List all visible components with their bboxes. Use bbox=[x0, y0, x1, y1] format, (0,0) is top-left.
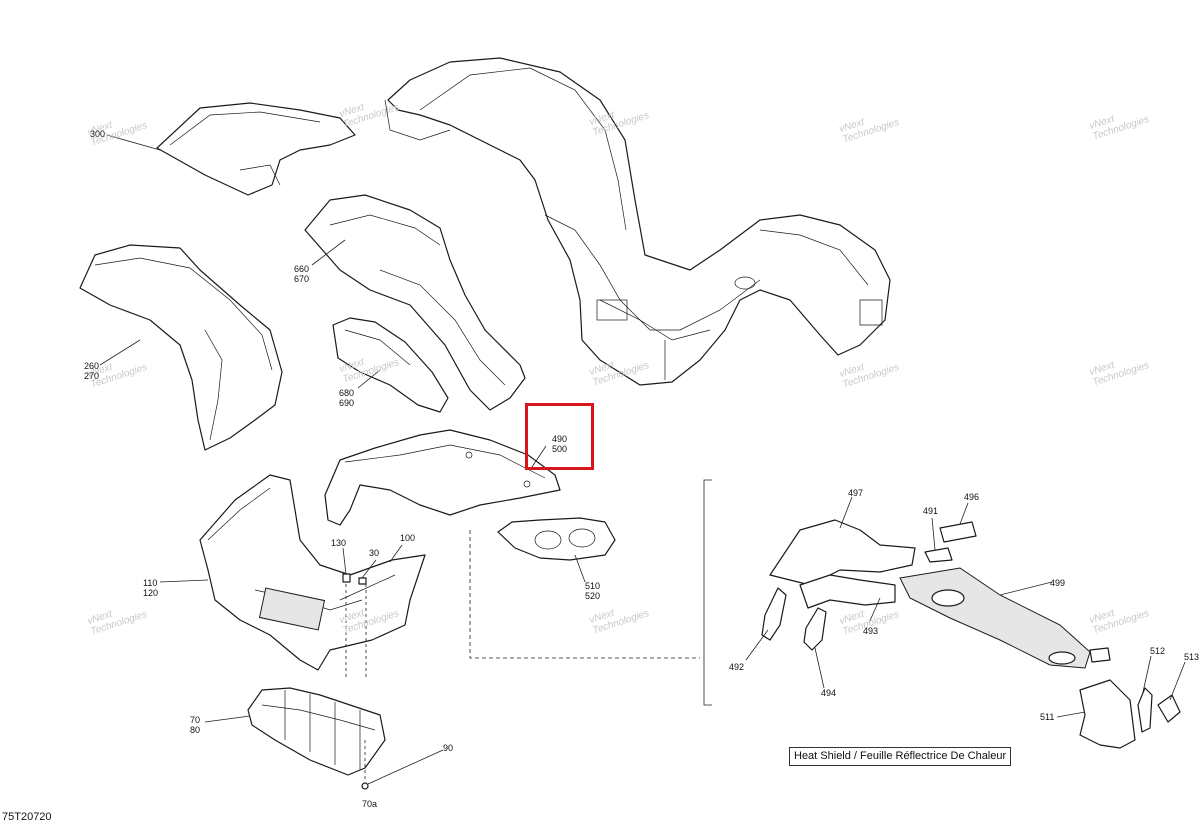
heat-shield-group bbox=[761, 519, 1181, 749]
dashed-connector bbox=[469, 530, 700, 659]
callout-499: 499 bbox=[1050, 578, 1066, 588]
callout-70: 70 bbox=[190, 715, 201, 725]
callout-260: 260 bbox=[84, 361, 100, 371]
callout-90: 90 bbox=[443, 743, 454, 753]
part-490-500-fender bbox=[324, 429, 561, 526]
callout-500: 500 bbox=[552, 444, 568, 454]
callout-490: 490 bbox=[552, 434, 568, 444]
callout-270: 270 bbox=[84, 371, 100, 381]
callout-100: 100 bbox=[400, 533, 416, 543]
callout-492: 492 bbox=[729, 662, 745, 672]
callout-300: 300 bbox=[90, 129, 106, 139]
drawing-code: 75T20720 bbox=[2, 811, 52, 823]
callout-690: 690 bbox=[339, 398, 355, 408]
callout-120: 120 bbox=[143, 588, 159, 598]
group-bracket bbox=[703, 479, 712, 706]
callout-80: 80 bbox=[190, 725, 201, 735]
callout-496: 496 bbox=[964, 492, 980, 502]
callout-513: 513 bbox=[1184, 652, 1200, 662]
callout-660: 660 bbox=[294, 264, 310, 274]
part-510-520-housing bbox=[497, 517, 616, 561]
part-300-panel bbox=[156, 102, 356, 196]
callout-30: 30 bbox=[369, 548, 380, 558]
callout-494: 494 bbox=[821, 688, 837, 698]
callout-511: 511 bbox=[1040, 712, 1055, 722]
part-110-120-footwell bbox=[199, 474, 426, 671]
callout-680: 680 bbox=[339, 388, 355, 398]
callout-130: 130 bbox=[331, 538, 347, 548]
callout-510: 510 bbox=[585, 581, 601, 591]
callout-110: 110 bbox=[143, 578, 158, 588]
heat-shield-caption: Heat Shield / Feuille Réflectrice De Cha… bbox=[789, 747, 1012, 766]
highlight-box bbox=[525, 403, 594, 470]
callout-670: 670 bbox=[294, 274, 310, 284]
body-frame-part bbox=[384, 57, 891, 386]
callout-70a: 70a bbox=[362, 799, 378, 809]
callout-512: 512 bbox=[1150, 646, 1166, 656]
callout-497: 497 bbox=[848, 488, 864, 498]
part-70-80-grate bbox=[247, 687, 386, 776]
callout-520: 520 bbox=[585, 591, 601, 601]
part-660-670-panel bbox=[304, 194, 526, 411]
part-260-270-fender bbox=[79, 244, 283, 451]
leader-lines bbox=[99, 134, 1186, 785]
callout-493: 493 bbox=[863, 626, 879, 636]
part-680-690-panel bbox=[332, 317, 449, 413]
callout-491: 491 bbox=[923, 506, 939, 516]
